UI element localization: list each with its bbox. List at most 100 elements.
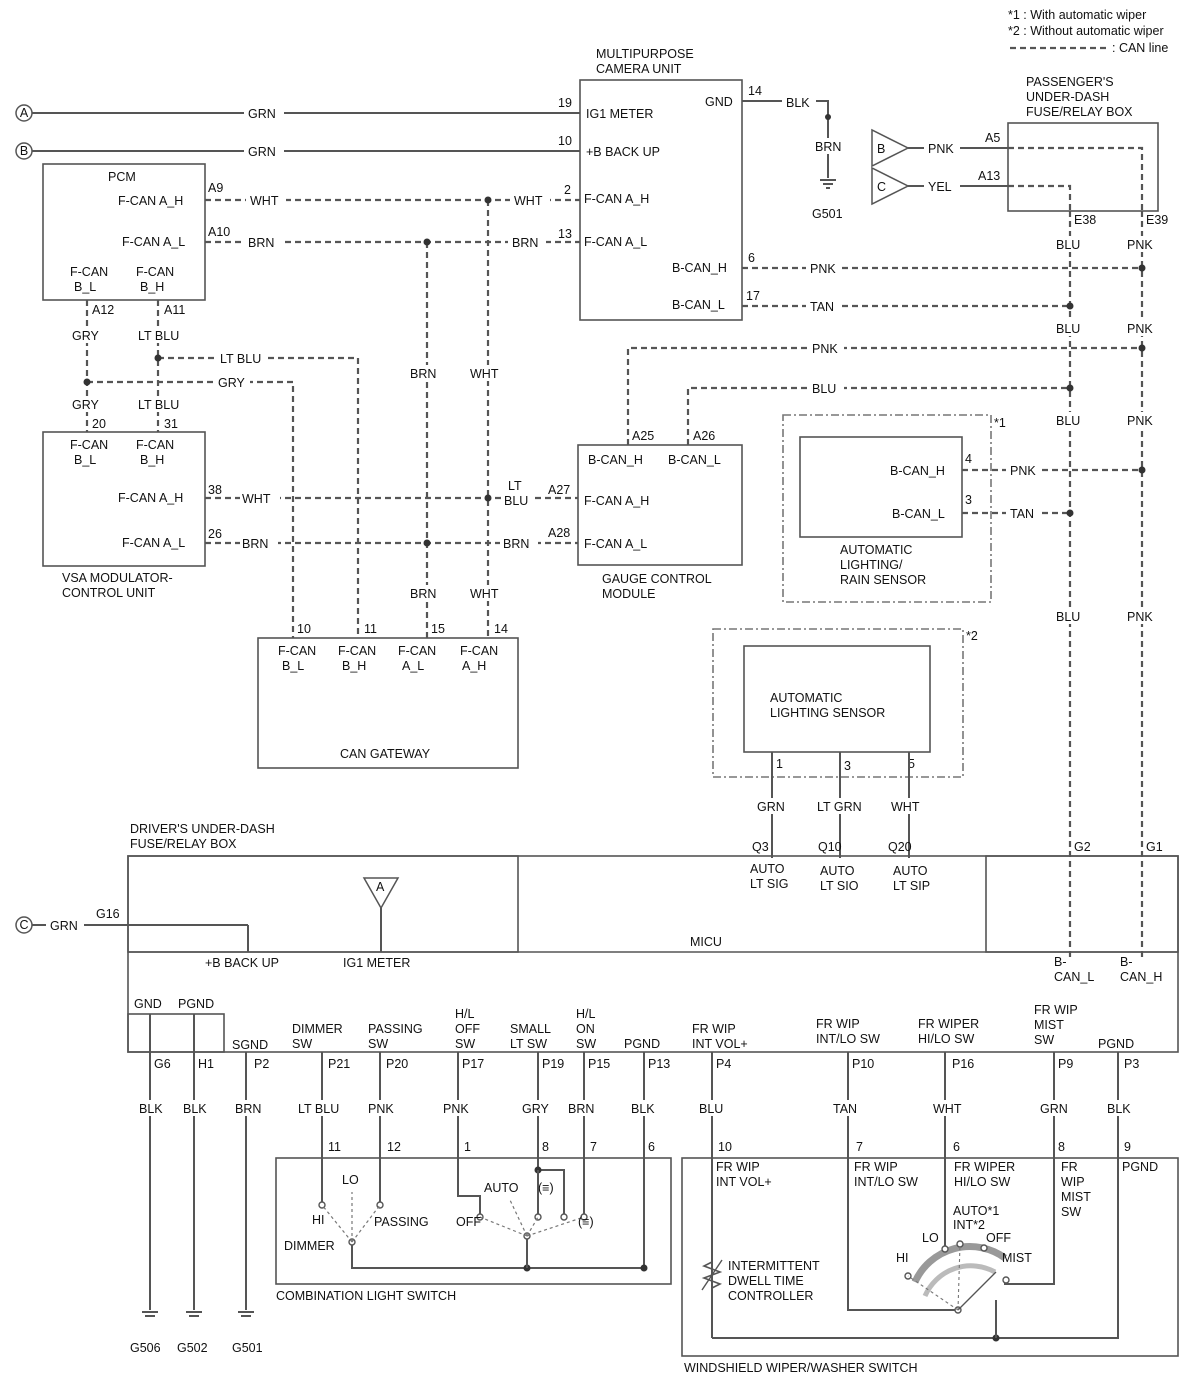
svg-text:C: C (877, 180, 886, 194)
svg-text:E38: E38 (1074, 213, 1096, 227)
svg-text:LT: LT (508, 479, 522, 493)
svg-text:G501: G501 (812, 207, 843, 221)
svg-text:GRN: GRN (1040, 1102, 1068, 1116)
svg-text:BLK: BLK (1107, 1102, 1131, 1116)
svg-text:INT VOL+: INT VOL+ (692, 1037, 748, 1051)
svg-text:LT BLU: LT BLU (138, 329, 179, 343)
svg-text:WINDSHIELD WIPER/WASHER SWITCH: WINDSHIELD WIPER/WASHER SWITCH (684, 1361, 918, 1375)
svg-text:HI: HI (896, 1251, 909, 1265)
svg-text:FR WIPER: FR WIPER (918, 1017, 979, 1031)
connector-b: B (15, 142, 33, 160)
svg-text:A13: A13 (978, 169, 1000, 183)
svg-text:WHT: WHT (514, 194, 543, 208)
svg-text:6: 6 (953, 1140, 960, 1154)
svg-text:AUTO: AUTO (750, 862, 785, 876)
svg-text:GRY: GRY (72, 329, 100, 343)
svg-text:F-CAN A_H: F-CAN A_H (584, 192, 649, 206)
svg-text:PNK: PNK (443, 1102, 469, 1116)
svg-text:TAN: TAN (833, 1102, 857, 1116)
svg-text:A28: A28 (548, 526, 570, 540)
svg-text:P4: P4 (716, 1057, 731, 1071)
svg-text:PNK: PNK (368, 1102, 394, 1116)
ground-g501-top: G501 (812, 179, 843, 221)
svg-text:LT SIP: LT SIP (893, 879, 930, 893)
svg-text:B_H: B_H (140, 453, 164, 467)
svg-text:CONTROLLER: CONTROLLER (728, 1289, 813, 1303)
svg-text:YEL: YEL (928, 180, 952, 194)
svg-text:26: 26 (208, 527, 222, 541)
pcm: PCM F-CAN A_H F-CAN A_L F-CAN B_L F-CAN … (42, 163, 230, 317)
connector-c-right: C (871, 166, 910, 206)
svg-text:GRY: GRY (522, 1102, 550, 1116)
svg-text:FR WIP: FR WIP (854, 1160, 898, 1174)
svg-text:A11: A11 (164, 303, 185, 317)
svg-text:MIST: MIST (1061, 1190, 1091, 1204)
svg-text:PASSING: PASSING (374, 1215, 429, 1229)
svg-text:B-CAN_L: B-CAN_L (892, 507, 945, 521)
svg-text:AUTOMATIC: AUTOMATIC (840, 543, 912, 557)
svg-text:MIST: MIST (1034, 1018, 1064, 1032)
svg-text:GRY: GRY (218, 376, 246, 390)
svg-text:H1: H1 (198, 1057, 214, 1071)
svg-text:F-CAN: F-CAN (398, 644, 436, 658)
svg-text:B-CAN_H: B-CAN_H (588, 453, 643, 467)
svg-text:GAUGE CONTROL: GAUGE CONTROL (602, 572, 712, 586)
svg-text:BLU: BLU (504, 494, 528, 508)
svg-text:WHT: WHT (470, 367, 499, 381)
svg-text:F-CAN A_L: F-CAN A_L (584, 537, 647, 551)
svg-text:G16: G16 (96, 907, 120, 921)
svg-text:14: 14 (494, 622, 508, 636)
svg-text:BRN: BRN (248, 236, 274, 250)
light-sensor: *2 AUTOMATIC LIGHTING SENSOR 1 3 5 (712, 628, 978, 778)
svg-text:FR WIP: FR WIP (816, 1017, 860, 1031)
svg-text:WIP: WIP (1061, 1175, 1085, 1189)
svg-text:LT SW: LT SW (510, 1037, 547, 1051)
svg-text:F-CAN: F-CAN (278, 644, 316, 658)
svg-text:WHT: WHT (470, 587, 499, 601)
svg-text:B-CAN_H: B-CAN_H (890, 464, 945, 478)
svg-text:LT BLU: LT BLU (220, 352, 261, 366)
svg-text:GRN: GRN (50, 919, 78, 933)
svg-text:BLU: BLU (1056, 238, 1080, 252)
svg-text:CAN GATEWAY: CAN GATEWAY (340, 747, 431, 761)
svg-text:7: 7 (856, 1140, 863, 1154)
ground-wires: BLK BLK BRN G506 G502 G501 (130, 1014, 266, 1355)
svg-text:HI/LO SW: HI/LO SW (954, 1175, 1010, 1189)
svg-text:F-CAN A_L: F-CAN A_L (122, 536, 185, 550)
svg-text:INTERMITTENT: INTERMITTENT (728, 1259, 820, 1273)
svg-text:5: 5 (908, 757, 915, 771)
svg-text:Q10: Q10 (818, 840, 842, 854)
svg-text:6: 6 (748, 251, 755, 265)
svg-text:B-CAN_H: B-CAN_H (672, 261, 727, 275)
svg-text:11: 11 (328, 1140, 341, 1154)
svg-text:P13: P13 (648, 1057, 670, 1071)
svg-text:MODULE: MODULE (602, 587, 655, 601)
svg-text:P2: P2 (254, 1057, 269, 1071)
svg-text:20: 20 (92, 417, 106, 431)
svg-text:AUTOMATIC: AUTOMATIC (770, 691, 842, 705)
svg-text:H/L: H/L (455, 1007, 475, 1021)
svg-text:F-CAN: F-CAN (136, 265, 174, 279)
svg-text:A9: A9 (208, 181, 223, 195)
svg-text:LT GRN: LT GRN (817, 800, 862, 814)
svg-text:TAN: TAN (1010, 507, 1034, 521)
svg-text:SW: SW (1034, 1033, 1054, 1047)
svg-text:MULTIPURPOSE: MULTIPURPOSE (596, 47, 694, 61)
rain-sensor: *1 B-CAN_H B-CAN_L 4 3 AUTOMATIC LIGHTIN… (782, 414, 1006, 603)
svg-text:14: 14 (748, 84, 762, 98)
svg-text:LIGHTING/: LIGHTING/ (840, 558, 903, 572)
svg-text:(≡): (≡) (538, 1181, 554, 1195)
svg-text:P20: P20 (386, 1057, 408, 1071)
svg-text:A26: A26 (693, 429, 715, 443)
connector-b-right: B (871, 128, 910, 168)
svg-text:F-CAN A_H: F-CAN A_H (118, 194, 183, 208)
svg-text:Q3: Q3 (752, 840, 769, 854)
svg-text:3: 3 (965, 493, 972, 507)
svg-text:8: 8 (542, 1140, 549, 1154)
svg-text:A10: A10 (208, 225, 230, 239)
svg-text:10: 10 (558, 134, 572, 148)
svg-text:B-: B- (1054, 955, 1067, 969)
svg-text:F-CAN: F-CAN (338, 644, 376, 658)
